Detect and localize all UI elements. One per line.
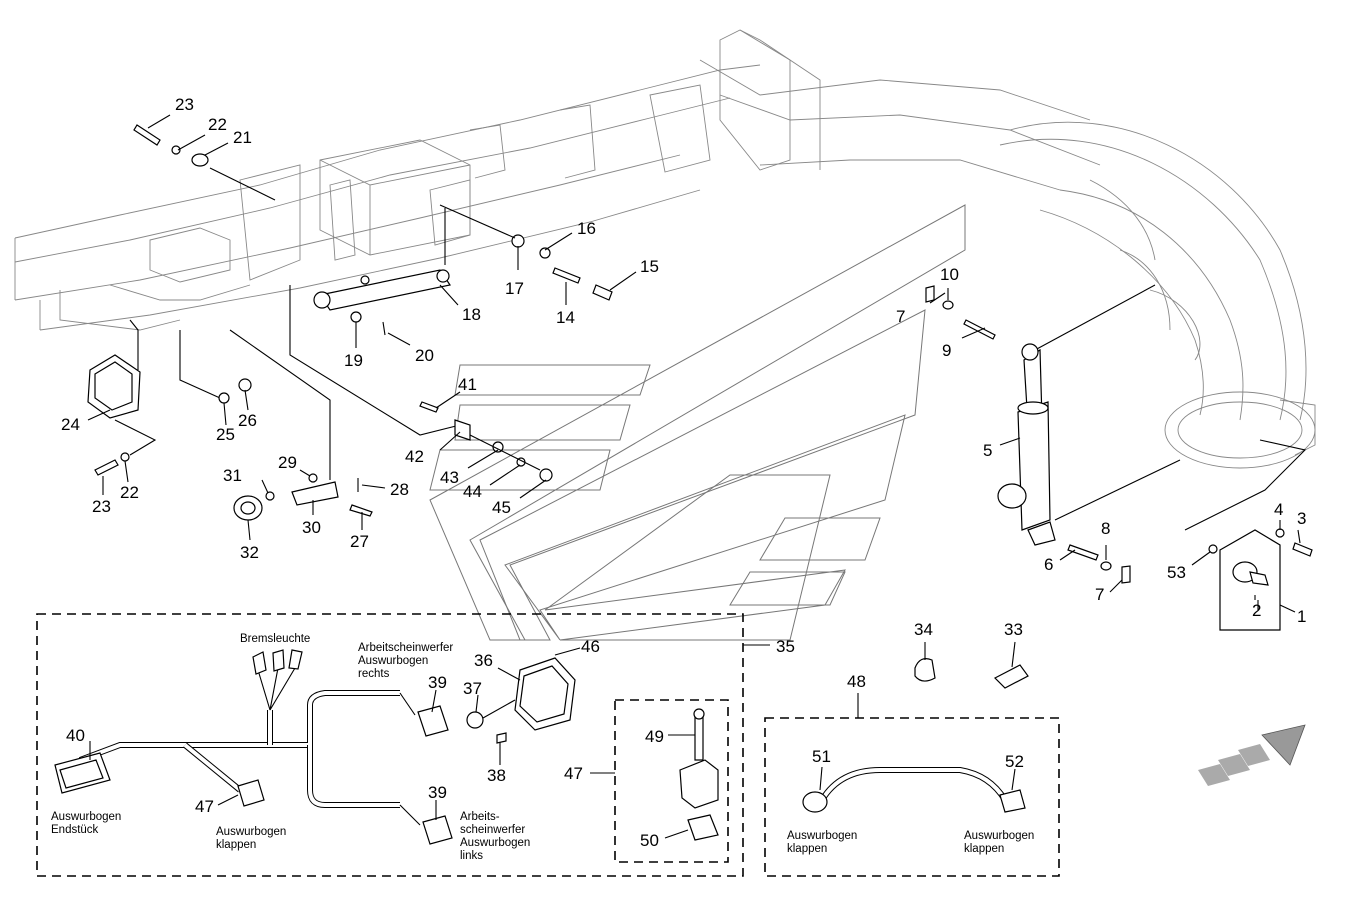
part-label: 40 (66, 726, 85, 745)
part-label: 47 (564, 764, 583, 783)
part-label: 44 (463, 482, 482, 501)
part-label: 27 (350, 532, 369, 551)
part-label: 25 (216, 425, 235, 444)
harness-group (36, 613, 770, 877)
part-label: 37 (463, 679, 482, 698)
hydraulic-cylinder (925, 284, 1313, 631)
part-label: 9 (942, 341, 951, 360)
part-label: 23 (175, 95, 194, 114)
part-label: 22 (208, 115, 227, 134)
part-label: 30 (302, 518, 321, 537)
part-label: 19 (344, 351, 363, 370)
part-label: 42 (405, 447, 424, 466)
part-label: 31 (223, 466, 242, 485)
part-label: 6 (1044, 555, 1053, 574)
part-label: 18 (462, 305, 481, 324)
part-label: 32 (240, 543, 259, 562)
part-label: 39 (428, 673, 447, 692)
part-label: 1 (1297, 607, 1306, 626)
part-label: 41 (458, 375, 477, 394)
part-label: 17 (505, 279, 524, 298)
part-label: 4 (1274, 500, 1283, 519)
part-label: 8 (1101, 519, 1110, 538)
caption-bremsleuchte: Bremsleuchte (240, 633, 310, 645)
part-label: 46 (581, 637, 600, 656)
part-label: 22 (120, 483, 139, 502)
part-label: 3 (1297, 509, 1306, 528)
part-label: 53 (1167, 563, 1186, 582)
part-label: 28 (390, 480, 409, 499)
part-label: 20 (415, 346, 434, 365)
part-label: 43 (440, 468, 459, 487)
part-label: 21 (233, 128, 252, 147)
part-label: 29 (278, 453, 297, 472)
part-label: 7 (896, 307, 905, 326)
part-label: 16 (577, 219, 596, 238)
leader-lines (87, 114, 1301, 839)
part-label: 35 (776, 637, 795, 656)
part-label: 39 (428, 783, 447, 802)
part-label: 14 (556, 308, 575, 327)
part-label: 47 (195, 797, 214, 816)
part-label: 49 (645, 727, 664, 746)
machine-frame (14, 29, 1316, 469)
part-label: 51 (812, 747, 831, 766)
part-label: 23 (92, 497, 111, 516)
part-label: 2 (1252, 601, 1261, 620)
part-label: 24 (61, 415, 80, 434)
part-label: 26 (238, 411, 257, 430)
part-label: 45 (492, 498, 511, 517)
part-label: 5 (983, 441, 992, 460)
direction-arrow-icon (1198, 724, 1306, 786)
part-label: 34 (914, 620, 933, 639)
part-label: 7 (1095, 585, 1104, 604)
part-label: 33 (1004, 620, 1023, 639)
watermark-logo (429, 204, 966, 641)
part-label: 10 (940, 265, 959, 284)
part-labels: 23 22 21 16 17 15 14 18 19 20 24 25 26 2… (61, 95, 1306, 850)
part-label: 50 (640, 831, 659, 850)
part-label: 38 (487, 766, 506, 785)
part-label: 48 (847, 672, 866, 691)
harness-group-50 (764, 658, 1060, 877)
part-label: 52 (1005, 752, 1024, 771)
part-label: 15 (640, 257, 659, 276)
part-label: 36 (474, 651, 493, 670)
